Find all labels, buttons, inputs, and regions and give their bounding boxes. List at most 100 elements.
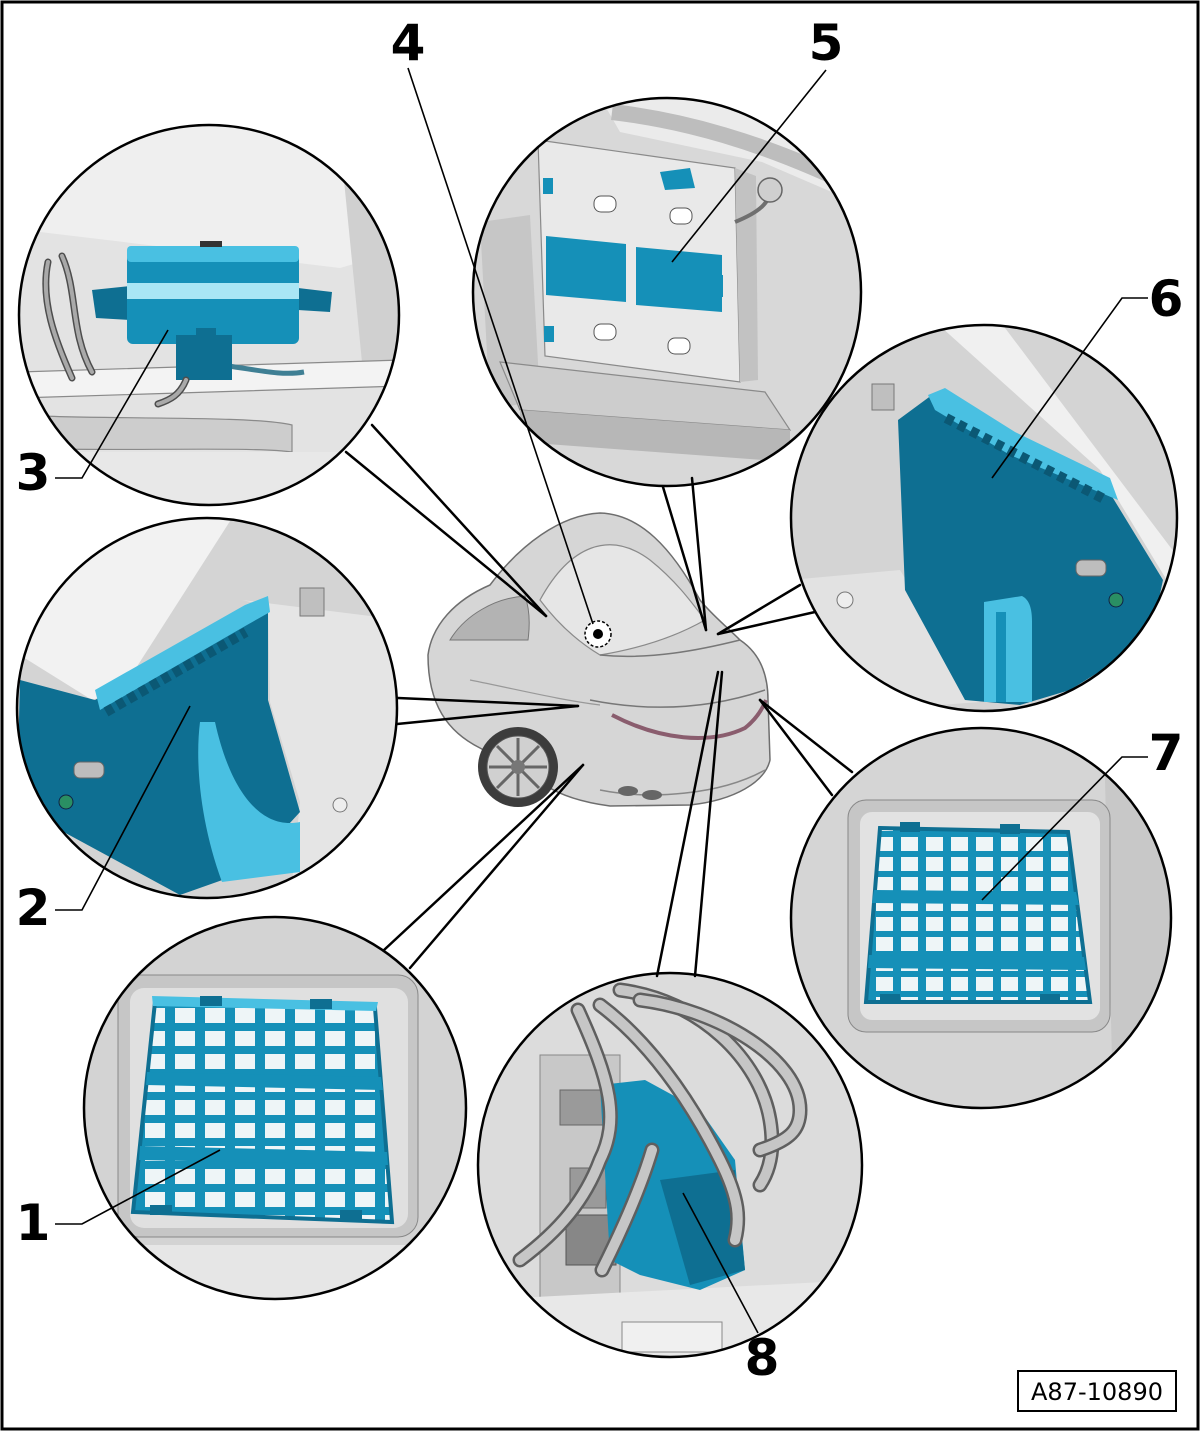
leader-view-7 bbox=[758, 698, 854, 774]
leader-view-3 bbox=[344, 450, 548, 618]
trunk-line bbox=[599, 639, 741, 658]
grille-crossbar bbox=[868, 955, 1086, 970]
hinge-bracket bbox=[299, 587, 325, 617]
detail-view-5-outline bbox=[471, 96, 863, 488]
vent-grille bbox=[863, 825, 1093, 1004]
detail-view-7-outline bbox=[789, 726, 1173, 1110]
module-mounting-tab-left bbox=[92, 286, 130, 320]
cable bbox=[515, 1005, 616, 1265]
pointer-4 bbox=[407, 67, 594, 625]
pressure-relief-panel-edge bbox=[95, 596, 270, 710]
detail-view-8-outline bbox=[476, 971, 864, 1359]
mounting-bolt bbox=[332, 797, 348, 813]
rear-wheel bbox=[478, 727, 558, 807]
module-connector-latch bbox=[196, 328, 216, 340]
pointer-3 bbox=[55, 329, 169, 479]
reference-code: A87-10890 bbox=[1031, 1378, 1163, 1406]
leader-view-1 bbox=[382, 763, 585, 952]
callout-2: 2 bbox=[16, 879, 51, 937]
pressure-relief-panel-edge bbox=[928, 388, 1118, 500]
pointer-5 bbox=[671, 69, 827, 263]
vent-slots bbox=[103, 627, 249, 717]
leader-view-5 bbox=[661, 485, 708, 632]
control-module-top-face bbox=[127, 246, 299, 262]
roof-position-marker-dot bbox=[593, 629, 603, 639]
leader-view-5 bbox=[690, 476, 708, 632]
plug-connector bbox=[73, 761, 105, 779]
tail-light-strip bbox=[611, 699, 768, 740]
detail-view-7 bbox=[789, 726, 1173, 1110]
plug-connector bbox=[1075, 559, 1107, 577]
detail-view-1 bbox=[82, 915, 468, 1301]
callout-5: 5 bbox=[809, 14, 844, 72]
callout-1: 1 bbox=[16, 1194, 51, 1252]
connector-wire bbox=[156, 378, 188, 406]
pointer-7 bbox=[981, 756, 1148, 901]
grille-clip bbox=[150, 1205, 172, 1215]
leader-view-3 bbox=[370, 423, 548, 618]
callout-4: 4 bbox=[391, 14, 426, 72]
detail-view-6-outline bbox=[789, 323, 1179, 713]
detail-view-6-content bbox=[791, 325, 1177, 711]
exhaust-tip bbox=[642, 790, 662, 800]
wire-harness bbox=[60, 254, 94, 374]
grille-clip bbox=[310, 999, 332, 1009]
detail-view-2-content bbox=[17, 518, 397, 898]
cable bbox=[597, 1145, 657, 1275]
door-line bbox=[469, 679, 601, 706]
ground-bolt bbox=[757, 177, 783, 203]
retaining-slot bbox=[593, 323, 617, 341]
rear-bumper-line bbox=[599, 769, 766, 796]
callout-6: 6 bbox=[1149, 270, 1184, 328]
detail-leader-lines bbox=[344, 423, 854, 978]
detail-view-8 bbox=[476, 971, 864, 1359]
leader-view-7 bbox=[758, 698, 834, 797]
wire-harness bbox=[43, 260, 74, 380]
callout-7: 7 bbox=[1149, 724, 1184, 782]
retaining-slot bbox=[593, 195, 617, 213]
reference-code-box: A87-10890 bbox=[1017, 1370, 1177, 1412]
detail-view-1-content bbox=[84, 917, 466, 1299]
connector-wire bbox=[227, 363, 305, 376]
mounting-bolt bbox=[836, 591, 854, 609]
leader-view-2 bbox=[395, 704, 580, 726]
air-duct bbox=[984, 596, 1032, 702]
vent-grille bbox=[130, 999, 395, 1225]
adhesive-pad-right bbox=[636, 247, 722, 312]
leader-view-6 bbox=[716, 583, 802, 636]
vent-slots bbox=[943, 413, 1109, 505]
hinge-plate bbox=[621, 1321, 723, 1353]
grille-clip bbox=[880, 994, 900, 1004]
module-connector bbox=[176, 335, 232, 380]
detail-view-5 bbox=[471, 96, 863, 488]
module-vent-slot bbox=[200, 241, 222, 247]
detail-view-7-content bbox=[791, 728, 1171, 1108]
grille-clip bbox=[1000, 824, 1020, 834]
left-post bbox=[480, 215, 540, 410]
detail-view-2 bbox=[15, 516, 399, 900]
reference-code-frame bbox=[1017, 1370, 1177, 1412]
detail-view-5-content bbox=[473, 98, 861, 486]
exhaust-tip bbox=[618, 786, 638, 796]
vehicle-rear-view bbox=[427, 512, 771, 807]
boot-lid-trim bbox=[17, 518, 232, 700]
control-module-highlight bbox=[127, 283, 299, 299]
grille-clip bbox=[340, 1210, 362, 1220]
air-duct-channel bbox=[996, 612, 1006, 702]
retaining-clip bbox=[58, 794, 74, 810]
boot-lid-line bbox=[589, 689, 766, 708]
detail-view-2-outline bbox=[15, 516, 399, 900]
grille-clip bbox=[1040, 994, 1060, 1004]
pointer-1 bbox=[55, 1149, 221, 1225]
grille-clip bbox=[200, 996, 222, 1006]
upper-trim-panel bbox=[19, 125, 399, 268]
grille-crossbar bbox=[872, 890, 1079, 905]
air-duct bbox=[198, 722, 300, 882]
leader-view-6 bbox=[716, 610, 817, 636]
detail-view-6 bbox=[789, 323, 1179, 713]
base-slab-front bbox=[520, 410, 790, 462]
cable bbox=[595, 1000, 743, 1245]
grille-crossbar bbox=[146, 1072, 383, 1090]
leader-view-8 bbox=[655, 670, 720, 978]
